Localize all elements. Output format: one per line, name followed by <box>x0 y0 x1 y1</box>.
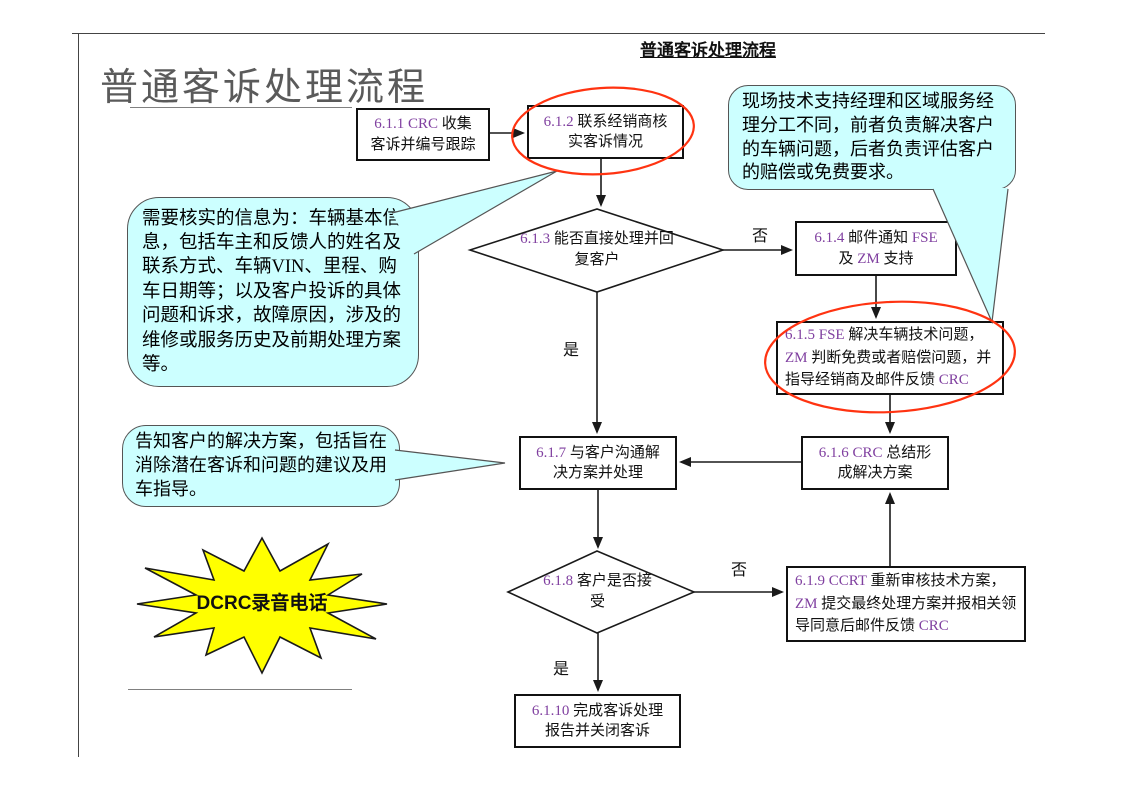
flow-box-6-1-10: 6.1.10 完成客诉处理报告并关闭客诉 <box>514 694 681 748</box>
callout-manager-roles-text: 现场技术支持经理和区域服务经理分工不同，前者负责解决客户的车辆问题，后者负责评估… <box>742 91 994 183</box>
template-line-1 <box>130 107 352 108</box>
flow-box-6-1-7: 6.1.7 与客户沟通解决方案并处理 <box>519 436 677 490</box>
starburst-text: DCRC录音电话 <box>196 593 328 614</box>
page-title: 普通客诉处理流程 <box>100 67 429 109</box>
flow-box-6-1-6: 6.1.6 CRC 总结形成解决方案 <box>801 436 949 490</box>
flow-box-6-1-1: 6.1.1 CRC 收集客诉并编号跟踪 <box>356 108 490 161</box>
callout-tail-inform-customer <box>394 449 506 481</box>
callout-manager-roles: 现场技术支持经理和区域服务经理分工不同，前者负责解决客户的车辆问题，后者负责评估… <box>728 85 1016 190</box>
label-no-613: 否 <box>752 228 769 245</box>
decision-text-6-1-8: 6.1.8 客户是否接受 <box>543 573 652 610</box>
flow-box-6-1-9: 6.1.9 CCRT 重新审核技术方案，ZM 提交最终处理方案并报相关领导同意后… <box>786 566 1026 642</box>
slide-left-border <box>78 33 79 757</box>
callout-inform-customer: 告知客户的解决方案，包括旨在消除潜在客诉和问题的建议及用车指导。 <box>122 425 400 507</box>
flow-box-6-1-4: 6.1.4 邮件通知 FSE 及 ZM 支持 <box>795 221 957 276</box>
template-line-3 <box>128 689 352 690</box>
callout-verify-info: 需要核实的信息为：车辆基本信息，包括车主和反馈人的姓名及联系方式、车辆VIN、里… <box>127 197 419 387</box>
flow-box-6-1-5: 6.1.5 FSE 解决车辆技术问题，ZM 判断免费或者赔偿问题，并指导经销商及… <box>776 321 1004 395</box>
label-yes-618: 是 <box>553 661 570 678</box>
label-yes-613: 是 <box>563 342 580 359</box>
callout-verify-info-text: 需要核实的信息为：车辆基本信息，包括车主和反馈人的姓名及联系方式、车辆VIN、里… <box>142 208 402 376</box>
decision-text-6-1-3: 6.1.3 能否直接处理并回复客户 <box>520 231 674 268</box>
callout-inform-customer-text: 告知客户的解决方案，包括旨在消除潜在客诉和问题的建议及用车指导。 <box>135 431 387 499</box>
slide-top-border <box>72 33 1045 34</box>
label-no-618: 否 <box>731 562 748 579</box>
header-title: 普通客诉处理流程 <box>640 41 776 60</box>
flow-box-6-1-2: 6.1.2 联系经销商核实客诉情况 <box>527 105 684 159</box>
